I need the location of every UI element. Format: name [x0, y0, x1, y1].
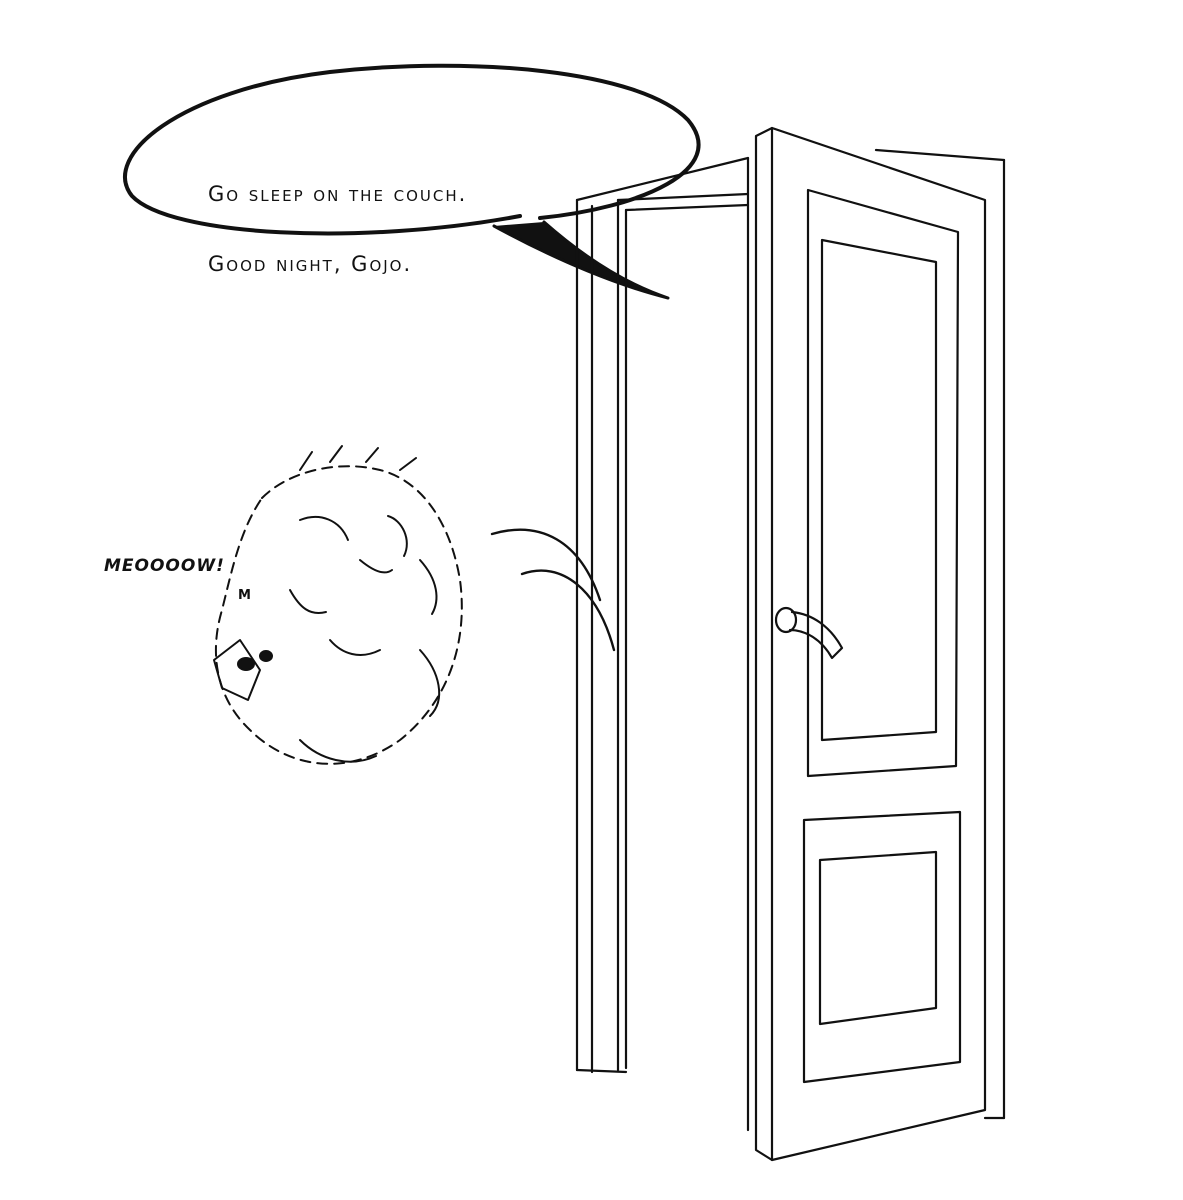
sound-effect: MEOOOOW! — [104, 556, 225, 576]
door-handle-icon — [774, 606, 844, 660]
speech-line-1: Go sleep on the couch. — [208, 182, 468, 206]
door-frame — [575, 148, 1006, 1132]
motion-lines — [490, 528, 616, 652]
sound-effect-small: M — [238, 588, 251, 603]
speech-line-2: Good night, Gojo. — [208, 252, 413, 276]
cat-icon — [213, 445, 463, 765]
speech-text: Go sleep on the couch. Good night, Gojo. — [208, 142, 588, 317]
door-icon — [754, 126, 987, 1162]
speech-bubble-icon — [123, 63, 701, 300]
